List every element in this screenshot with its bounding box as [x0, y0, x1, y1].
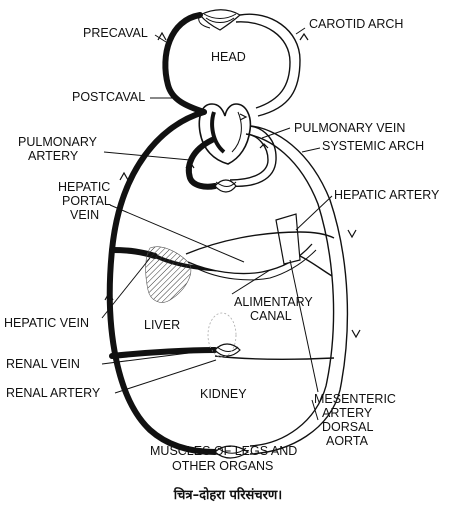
label-liver: LIVER	[144, 318, 180, 332]
liver	[145, 246, 192, 303]
label-kidney: KIDNEY	[200, 387, 247, 401]
label-alimentary-2: CANAL	[250, 309, 292, 323]
pulmonary-vein-vessel	[229, 125, 277, 187]
systemic-arch-vessel	[249, 125, 349, 455]
oxygenated-vessels	[185, 13, 349, 455]
hepatic-artery-vessel	[185, 231, 335, 255]
kidney-capillary-bed	[207, 312, 241, 358]
alimentary-canal	[187, 213, 317, 281]
label-pulmonary-artery-2: ARTERY	[28, 149, 79, 163]
precaval-vessel	[162, 12, 207, 115]
label-muscles-2: OTHER ORGANS	[172, 459, 273, 473]
label-alimentary-1: ALIMENTARY	[234, 295, 313, 309]
figure-caption: चित्र–दोहरा परिसंचरण।	[173, 487, 282, 503]
label-hepatic-portal-3: VEIN	[70, 208, 99, 222]
label-renal-vein: RENAL VEIN	[6, 357, 80, 371]
label-postcaval: POSTCAVAL	[72, 90, 145, 104]
legs-capillary-bed	[214, 445, 250, 459]
pulmonary-artery-vessel	[185, 137, 218, 190]
label-mesenteric-1: MESENTERIC	[314, 392, 396, 406]
label-pulmonary-artery-1: PULMONARY	[18, 135, 98, 149]
leader-lines	[101, 27, 333, 421]
label-hepatic-portal-2: PORTAL	[62, 194, 111, 208]
head-capillary-bed	[198, 9, 242, 31]
label-dorsal-2: AORTA	[326, 434, 369, 448]
carotid-arch-vessel	[239, 13, 301, 117]
carotid-arch-vessel-inner	[235, 21, 291, 109]
renal-vein-vessel	[109, 347, 218, 359]
label-mesenteric-2: ARTERY	[322, 406, 373, 420]
label-muscles-1: MUSCLES OF LEGS AND	[150, 444, 297, 458]
label-head: HEAD	[211, 50, 246, 64]
label-dorsal-1: DORSAL	[322, 420, 373, 434]
label-renal-artery: RENAL ARTERY	[6, 386, 101, 400]
label-hepatic-artery: HEPATIC ARTERY	[334, 188, 440, 202]
systemic-arch-vessel-inner	[245, 133, 335, 447]
renal-artery-vessel	[214, 355, 335, 360]
pulmonary-vein-vessel-inner	[229, 133, 269, 181]
postcaval-vessel	[106, 109, 218, 455]
label-carotid-arch: CAROTID ARCH	[309, 17, 403, 31]
labels: PRECAVAL CAROTID ARCH HEAD POSTCAVAL PUL…	[4, 17, 440, 473]
label-systemic-arch: SYSTEMIC ARCH	[322, 139, 424, 153]
flow-arrows	[104, 31, 361, 339]
mesenteric-artery-vessel	[299, 255, 333, 277]
heart	[198, 103, 252, 165]
label-precaval: PRECAVAL	[83, 26, 148, 40]
label-hepatic-portal-1: HEPATIC	[58, 180, 110, 194]
lung-capillary-bed	[214, 179, 237, 193]
label-hepatic-vein: HEPATIC VEIN	[4, 316, 89, 330]
label-pulmonary-vein: PULMONARY VEIN	[294, 121, 405, 135]
